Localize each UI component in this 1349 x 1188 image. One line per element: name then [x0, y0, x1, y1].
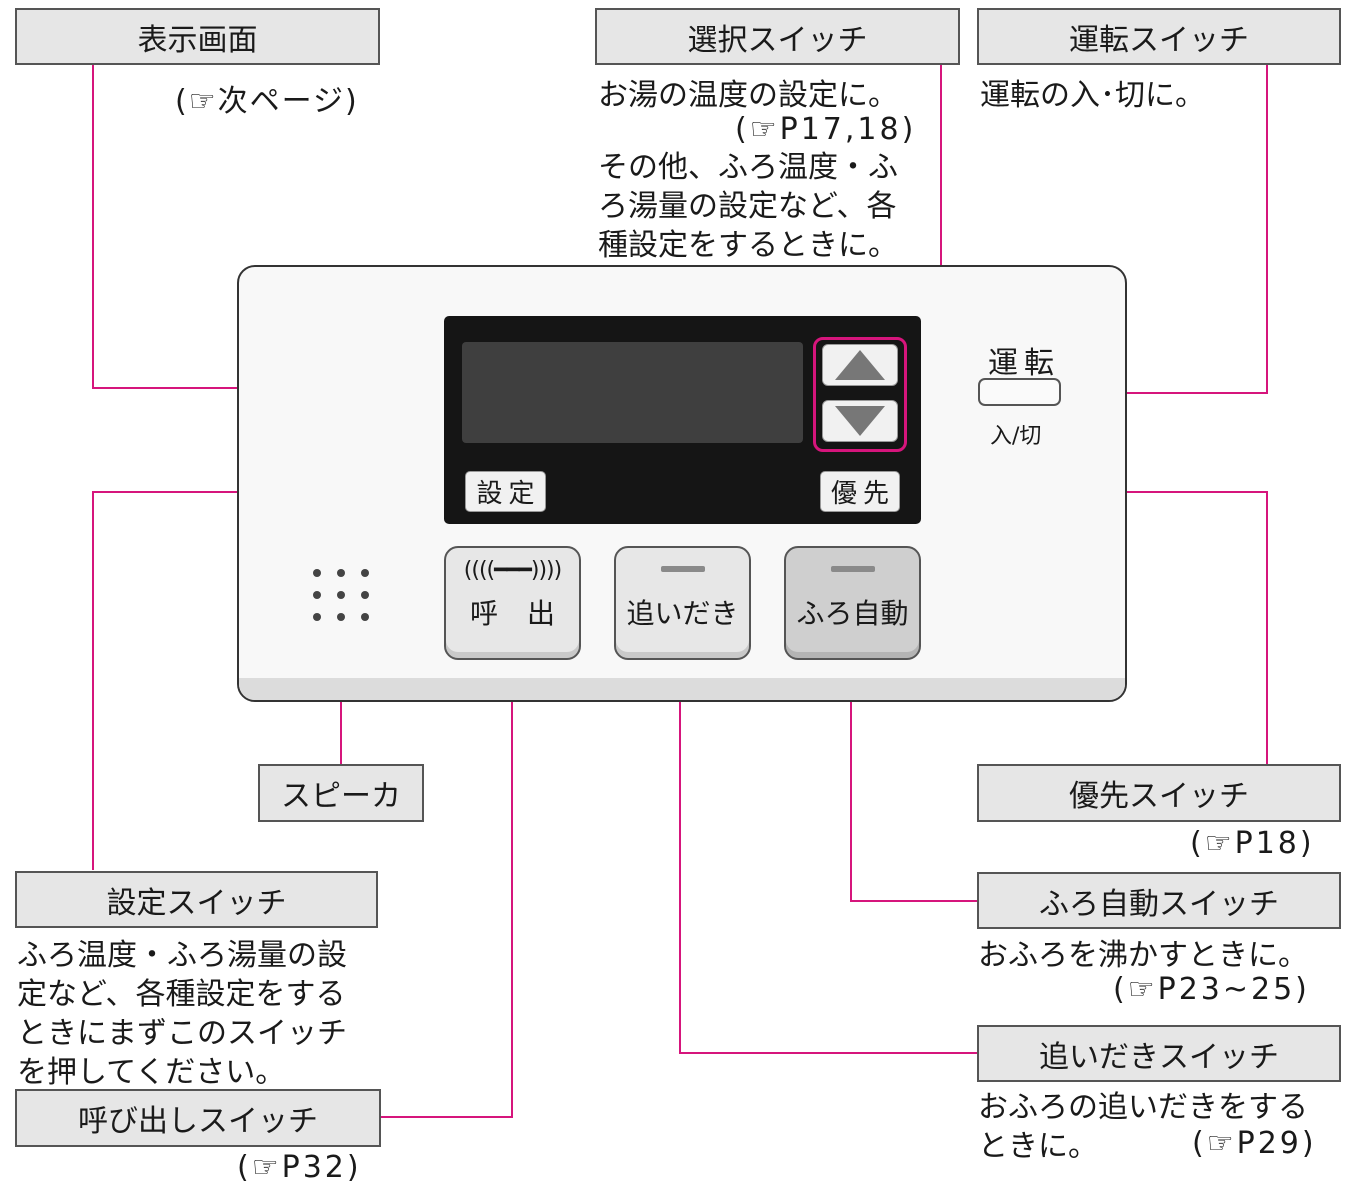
lcd-screen — [462, 342, 803, 443]
triangle-down-icon — [835, 406, 885, 436]
call-button-label: 呼 出 — [470, 597, 565, 630]
label-display: 表示画面 — [15, 8, 380, 65]
down-button[interactable] — [822, 400, 898, 442]
select-desc-1: お湯の温度の設定に。 — [598, 78, 898, 113]
label-reheat: 追いだきスイッチ — [977, 1025, 1341, 1082]
run-sub-label: 入/切 — [990, 424, 1042, 449]
call-button[interactable]: ((((━━━)))) 呼 出 — [444, 546, 581, 660]
label-run: 運転スイッチ — [977, 8, 1341, 65]
label-setting: 設定スイッチ — [15, 871, 378, 928]
settei-button[interactable]: 設定 — [465, 471, 546, 512]
bath-auto-led — [830, 566, 875, 572]
label-priority: 優先スイッチ — [977, 764, 1341, 822]
leader-call — [380, 655, 513, 1118]
display-ref: (☞次ページ) — [175, 84, 359, 119]
reheat-button-label: 追いだき — [626, 597, 739, 630]
reheat-desc: おふろの追いだきをする ときに。 — [978, 1090, 1308, 1164]
bath-auto-button-label: ふろ自動 — [796, 597, 909, 630]
leader-reheat — [679, 655, 978, 1054]
priority-ref: (☞P18) — [1190, 826, 1315, 861]
run-desc: 運転の入･切に。 — [980, 78, 1205, 113]
yusen-button[interactable]: 優先 — [820, 471, 900, 512]
run-button[interactable] — [978, 378, 1061, 406]
setting-desc: ふろ温度・ふろ湯量の設 定など、各種設定をする ときにまずこのスイッチ を押して… — [17, 938, 347, 1090]
call-wave-icon: ((((━━━)))) — [463, 558, 562, 583]
reheat-button[interactable]: 追いだき — [614, 546, 751, 660]
up-button[interactable] — [822, 344, 898, 386]
label-speaker: スピーカ — [258, 764, 424, 822]
select-switch-group — [813, 337, 907, 452]
bath-auto-desc: おふろを沸かすときに。 — [978, 938, 1308, 973]
select-ref: (☞P17,18) — [735, 112, 917, 147]
reheat-ref: (☞P29) — [1192, 1126, 1317, 1161]
label-select: 選択スイッチ — [595, 8, 960, 65]
bath-auto-button[interactable]: ふろ自動 — [784, 546, 921, 660]
select-desc-2: その他、ふろ温度・ふ ろ湯量の設定など、各 種設定をするときに。 — [598, 150, 898, 263]
leader-bath-auto — [850, 655, 978, 902]
bath-auto-ref: (☞P23~25) — [1113, 972, 1310, 1007]
label-call: 呼び出しスイッチ — [15, 1089, 381, 1147]
triangle-up-icon — [835, 350, 885, 380]
label-bath-auto: ふろ自動スイッチ — [977, 872, 1341, 929]
reheat-led — [660, 566, 705, 572]
run-label: 運転 — [988, 346, 1060, 381]
call-ref: (☞P32) — [237, 1150, 362, 1185]
